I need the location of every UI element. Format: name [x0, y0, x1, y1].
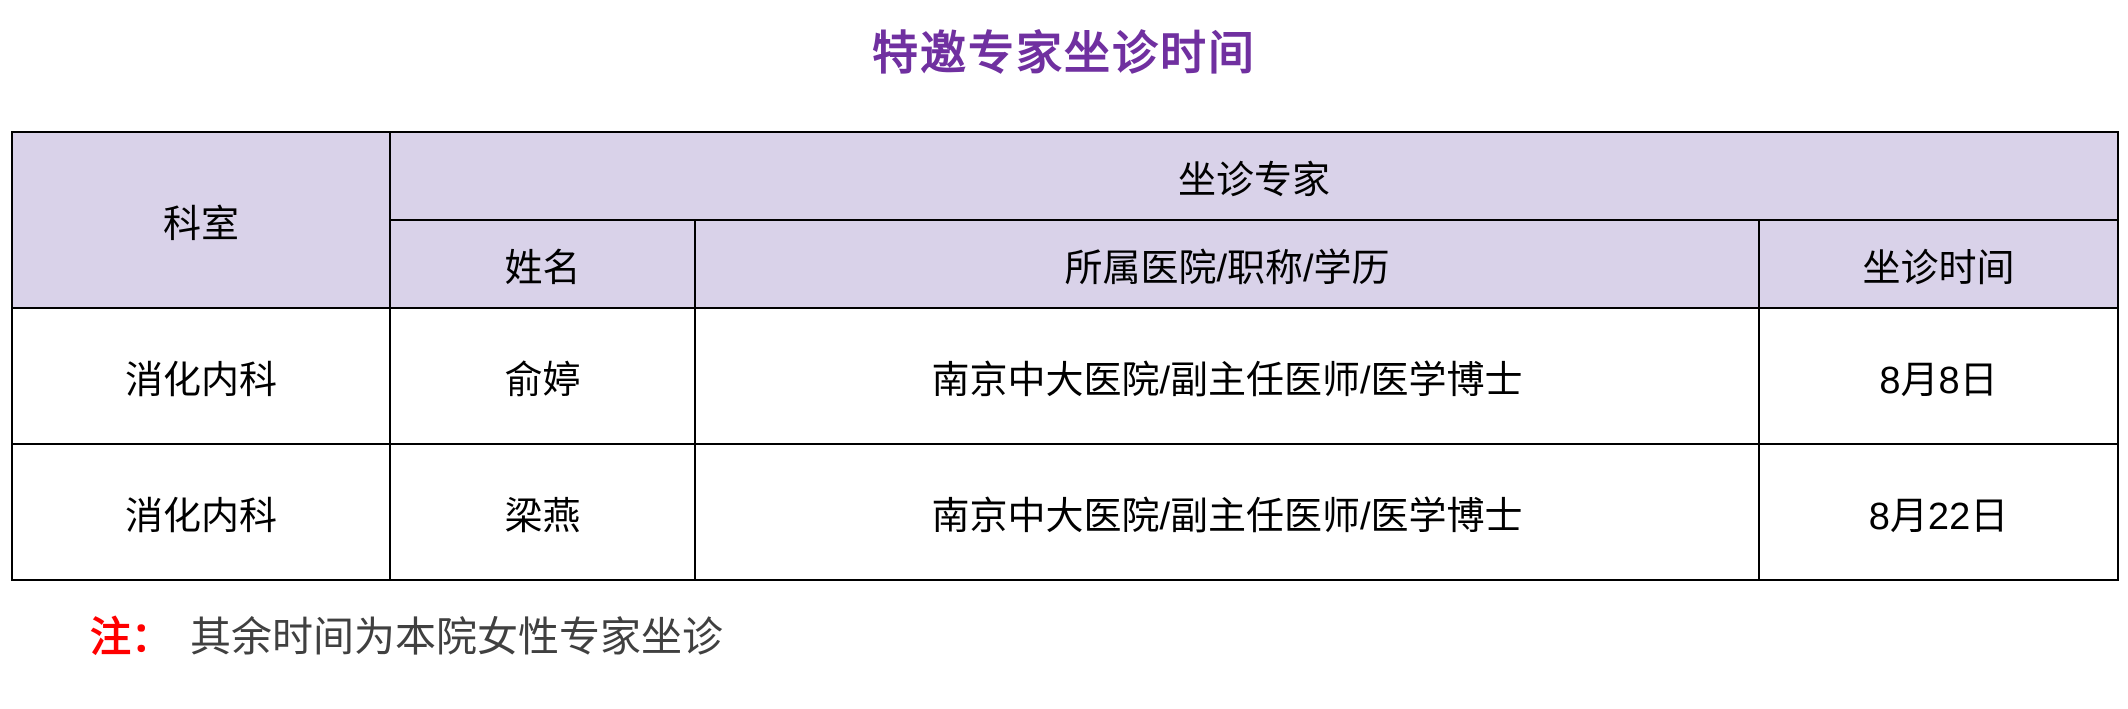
- header-name: 姓名: [389, 219, 696, 310]
- cell-consult-time: 8月8日: [1758, 307, 2119, 446]
- note-text: 其余时间为本院女性专家坐诊: [190, 614, 723, 661]
- cell-department: 消化内科: [11, 443, 391, 582]
- note: 注： 其余时间为本院女性专家坐诊: [90, 613, 2128, 662]
- header-time: 坐诊时间: [1758, 219, 2119, 310]
- cell-department: 消化内科: [11, 307, 391, 446]
- table-row: 消化内科 梁燕 南京中大医院/副主任医师/医学博士 8月22日: [11, 443, 2119, 582]
- header-row-sub: 姓名 所属医院/职称/学历 坐诊时间: [12, 219, 2119, 310]
- schedule-table: 科室 坐诊专家 姓名 所属医院/职称/学历 坐诊时间 消化内科 俞婷 南京中大医…: [11, 131, 2119, 582]
- cell-expert-name: 俞婷: [389, 307, 696, 446]
- header-expert-group: 坐诊专家: [389, 131, 2119, 222]
- header-department: 科室: [11, 131, 391, 310]
- cell-hospital-title-degree: 南京中大医院/副主任医师/医学博士: [694, 443, 1760, 582]
- cell-expert-name: 梁燕: [389, 443, 696, 582]
- cell-consult-time: 8月22日: [1758, 443, 2119, 582]
- header-row-top: 科室 坐诊专家: [11, 131, 2119, 310]
- cell-hospital-title-degree: 南京中大医院/副主任医师/医学博士: [694, 307, 1760, 446]
- header-hospital-title-degree: 所属医院/职称/学历: [694, 219, 1760, 310]
- table-row: 消化内科 俞婷 南京中大医院/副主任医师/医学博士 8月8日: [11, 307, 2119, 446]
- page-title: 特邀专家坐诊时间: [872, 27, 1256, 79]
- note-label: 注：: [90, 614, 172, 661]
